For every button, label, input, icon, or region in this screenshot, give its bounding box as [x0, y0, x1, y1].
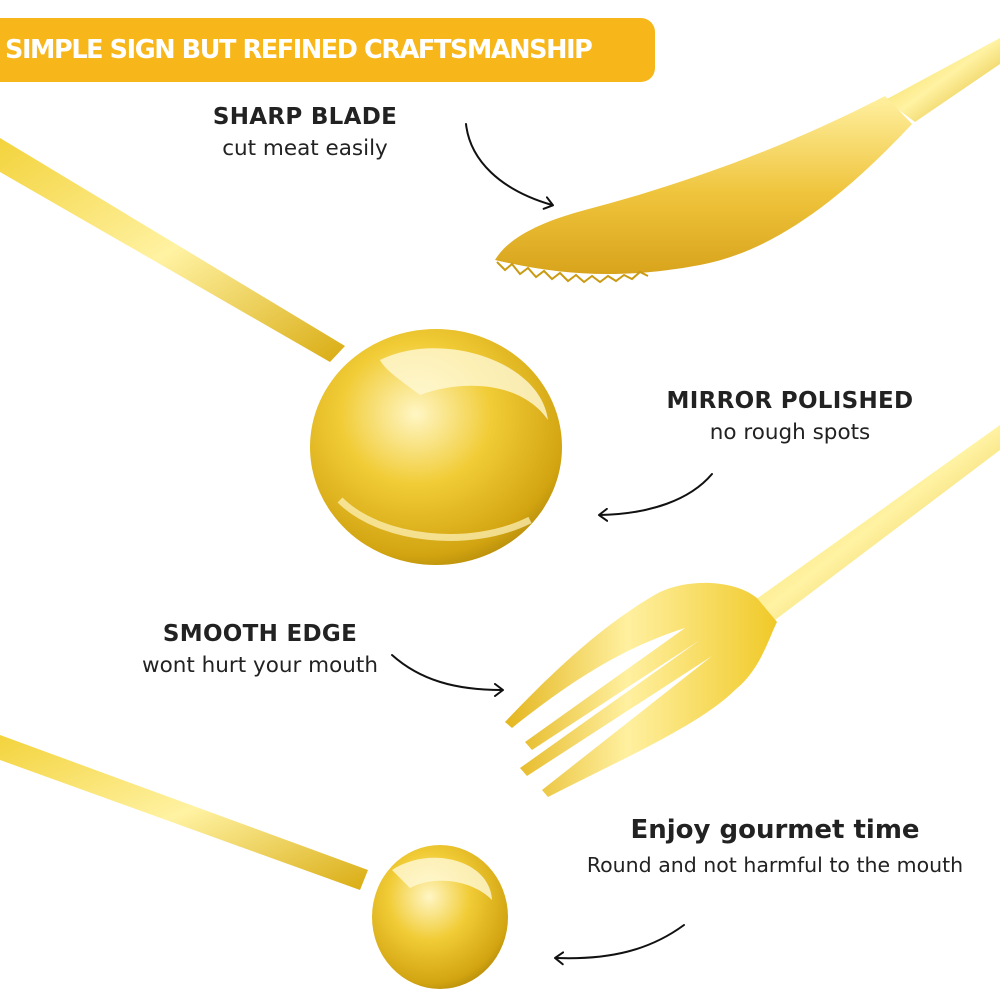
callout-title: MIRROR POLISHED [666, 388, 914, 414]
knife-icon [495, 38, 1000, 284]
curved-arrow-icon [598, 473, 713, 522]
callout-sharp-blade: SHARP BLADE cut meat easily [195, 104, 415, 161]
fork-icon [505, 425, 1000, 797]
callout-smooth-edge: SMOOTH EDGE wont hurt your mouth [125, 621, 395, 678]
callout-enjoy-gourmet: Enjoy gourmet time Round and not harmful… [570, 815, 980, 877]
curved-arrow-icon [554, 924, 685, 966]
callout-subtitle: wont hurt your mouth [142, 653, 378, 678]
banner-text: SIMPLE SIGN BUT REFINED CRAFTSMANSHIP [5, 35, 593, 65]
callout-subtitle: Round and not harmful to the mouth [586, 853, 964, 877]
callout-subtitle: no rough spots [709, 420, 871, 445]
callout-title: SHARP BLADE [212, 104, 398, 130]
callout-mirror-polished: MIRROR POLISHED no rough spots [640, 388, 940, 445]
callout-title: SMOOTH EDGE [162, 621, 358, 647]
curved-arrow-icon [391, 654, 504, 697]
teaspoon-icon [0, 735, 508, 989]
curved-arrow-icon [465, 123, 554, 210]
tablespoon-icon [0, 138, 562, 565]
headline-banner: SIMPLE SIGN BUT REFINED CRAFTSMANSHIP [0, 18, 655, 82]
callout-title: Enjoy gourmet time [630, 815, 920, 845]
callout-subtitle: cut meat easily [222, 136, 388, 161]
